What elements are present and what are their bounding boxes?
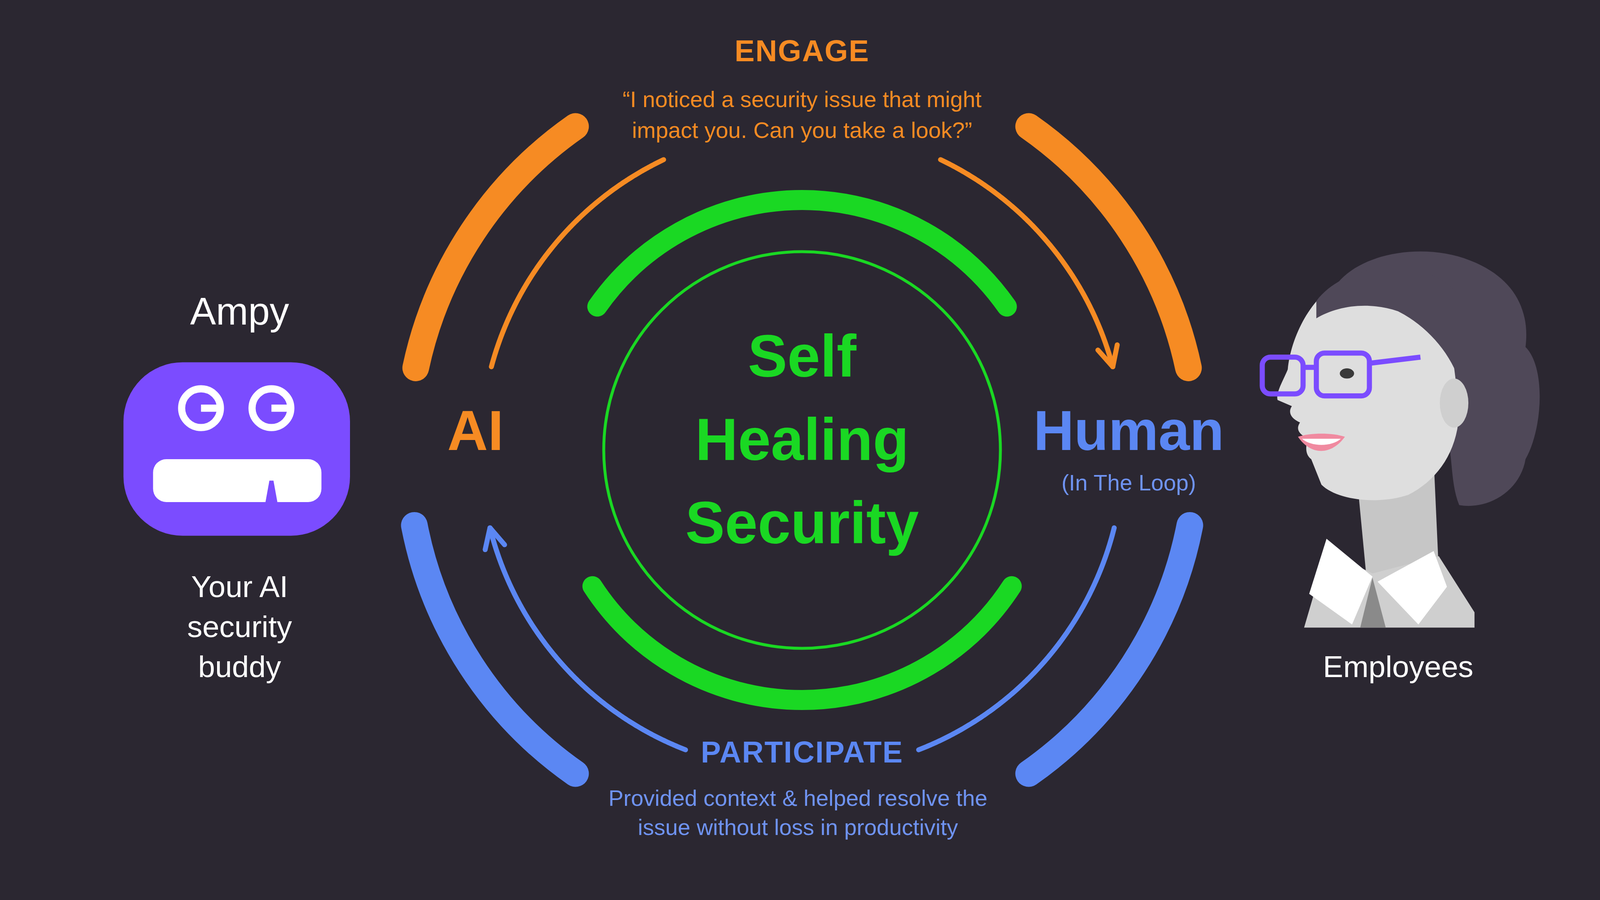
- ai-text: AI: [447, 400, 504, 462]
- robot-eye-bar: [200, 404, 221, 412]
- robot-icon: [123, 362, 350, 536]
- glasses-temple: [1369, 357, 1421, 364]
- engage-heading: ENGAGE: [734, 33, 870, 69]
- healing-band: [592, 586, 1012, 700]
- healing-band: [597, 200, 1008, 307]
- eye: [1340, 368, 1355, 379]
- bot-name: Ampy: [190, 288, 290, 335]
- teeth: [1302, 438, 1341, 445]
- robot-head: [123, 362, 350, 536]
- bot-card: AmpyYour AI security buddy: [112, 285, 368, 684]
- ai-label: AI: [447, 400, 504, 462]
- ear: [1440, 378, 1469, 428]
- participate-heading: PARTICIPATE: [700, 734, 904, 770]
- robot-tooth-gap: [265, 480, 278, 503]
- employee-portrait: [1262, 251, 1540, 628]
- engage-quote: “I noticed a security issue that might i…: [597, 83, 1007, 146]
- shirt-fold: [1360, 577, 1386, 628]
- participate-arrow: [490, 527, 1115, 750]
- collar: [1309, 538, 1373, 625]
- core-title: Self Healing Security: [668, 314, 936, 565]
- robot-eye-bar: [271, 404, 291, 412]
- engage-quote: “I noticed a security issue that might i…: [597, 83, 1007, 146]
- robot-eye: [181, 388, 221, 428]
- robot-eye: [252, 388, 291, 428]
- engage-heading: ENGAGE: [734, 33, 870, 69]
- lips: [1297, 433, 1345, 451]
- hair-front: [1316, 267, 1468, 388]
- circle-outline: [603, 251, 1001, 649]
- core-circle: Self Healing Security: [602, 250, 1003, 650]
- human-subtitle: (In The Loop): [1061, 469, 1196, 496]
- human-label: Human (In The Loop): [1033, 400, 1225, 496]
- employee-caption: Employees: [1322, 647, 1474, 686]
- participate-note: Provided context & helped resolve the is…: [608, 783, 988, 842]
- robot-mouth: [152, 459, 322, 503]
- human-text: Human: [1033, 400, 1225, 462]
- participate-note: Provided context & helped resolve the is…: [608, 783, 988, 842]
- employee-card: Employees: [1245, 234, 1552, 694]
- glasses-lens: [1262, 357, 1303, 394]
- participate-heading: PARTICIPATE: [700, 734, 904, 770]
- glasses-bridge: [1302, 365, 1317, 370]
- bot-tagline: Your AI security buddy: [152, 566, 328, 687]
- glasses-lens: [1316, 352, 1370, 396]
- collar: [1377, 550, 1448, 625]
